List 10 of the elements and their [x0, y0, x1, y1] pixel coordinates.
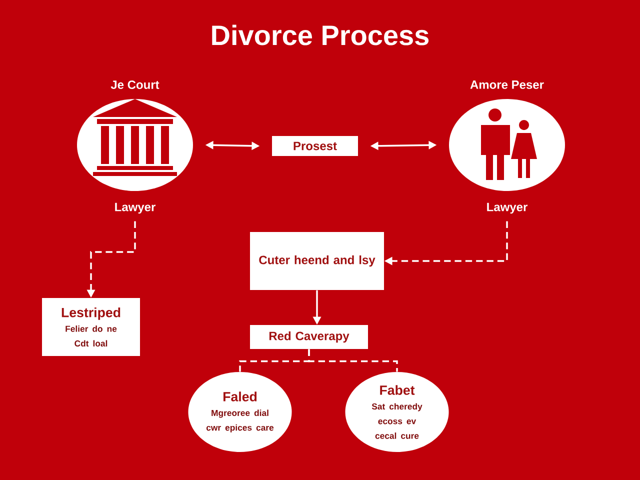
- process-box: Red Caverapy: [250, 325, 368, 349]
- process-box: Lestriped Felier do ne Cdt loal: [42, 298, 140, 356]
- node-heading: Amore Peser: [470, 80, 544, 89]
- connector-line: [308, 349, 398, 372]
- node-caption: Lawyer: [115, 202, 156, 214]
- process-box: Cuter heend and lsy: [250, 232, 384, 290]
- node-caption: Lawyer: [487, 202, 528, 214]
- process-box: Prosest: [272, 136, 358, 156]
- title: Divorce Process: [212, 24, 429, 46]
- node-heading: Je Court: [110, 80, 160, 89]
